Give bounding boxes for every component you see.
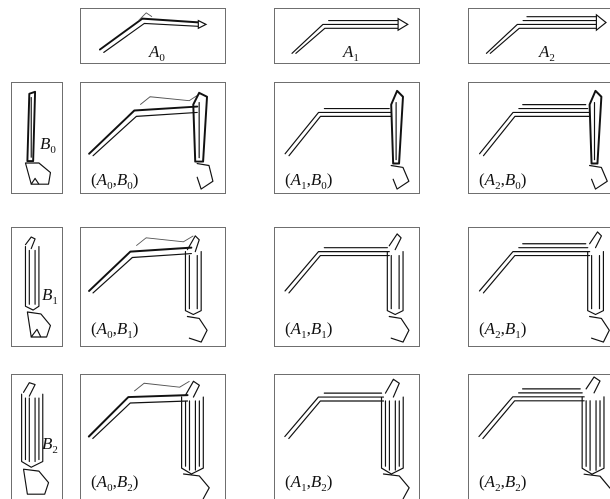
combo-a0-b0-drawing (88, 91, 214, 190)
combo-a0-b2-drawing (87, 380, 210, 499)
combo-panel-a1-b0: (A1,B0) (274, 82, 420, 194)
boom-a0-drawing (99, 12, 208, 53)
boom-label-a2: A2 (539, 42, 555, 64)
stick-label-b1: B1 (42, 285, 58, 307)
combo-label-a0-b1: (A0,B1) (91, 319, 139, 341)
combo-label-a0-b0: (A0,B0) (91, 170, 139, 192)
combo-panel-a0-b0: (A0,B0) (80, 82, 226, 194)
combo-label-a1-b0: (A1,B0) (285, 170, 333, 192)
boom-label-a0: A0 (149, 42, 165, 64)
combo-label-a2-b1: (A2,B1) (479, 319, 527, 341)
stick-b2-drawing (21, 382, 50, 495)
combo-label-a1-b2: (A1,B2) (285, 472, 333, 494)
combo-panel-a2-b2: (A2,B2) (468, 374, 610, 499)
stick-panel-b2: B2 (11, 374, 63, 499)
combo-a2-b0-drawing (479, 89, 608, 190)
boom-label-a1: A1 (343, 42, 359, 64)
boom-a1-drawing (291, 17, 409, 54)
combo-a1-b1-drawing (284, 233, 410, 343)
combo-a1-b2-drawing (284, 378, 410, 499)
combo-label-a2-b2: (A2,B2) (479, 472, 527, 494)
combo-panel-a2-b1: (A2,B1) (468, 227, 610, 347)
combo-label-a0-b2: (A0,B2) (91, 472, 139, 494)
boom-a2-drawing (485, 13, 607, 54)
boom-panel-a0: A0 (80, 8, 226, 64)
combo-a1-b0-drawing (284, 89, 410, 190)
combo-a0-b1-drawing (88, 235, 208, 343)
combo-label-a1-b1: (A1,B1) (285, 319, 333, 341)
stick-b0-drawing (24, 90, 52, 185)
stick-panel-b0: B0 (11, 82, 63, 194)
combo-a2-b2-drawing (478, 376, 610, 489)
boom-panel-a1: A1 (274, 8, 420, 64)
stick-panel-b1: B1 (11, 227, 63, 347)
combo-label-a2-b0: (A2,B0) (479, 170, 527, 192)
combo-a2-b1-drawing (478, 231, 610, 343)
combo-panel-a1-b2: (A1,B2) (274, 374, 420, 499)
combo-panel-a2-b0: (A2,B0) (468, 82, 610, 194)
combo-panel-a0-b2: (A0,B2) (80, 374, 226, 499)
stick-label-b2: B2 (42, 434, 58, 456)
stick-b1-drawing (24, 236, 52, 338)
combo-panel-a1-b1: (A1,B1) (274, 227, 420, 347)
combo-panel-a0-b1: (A0,B1) (80, 227, 226, 347)
boom-panel-a2: A2 (468, 8, 610, 64)
stick-label-b0: B0 (40, 134, 56, 156)
